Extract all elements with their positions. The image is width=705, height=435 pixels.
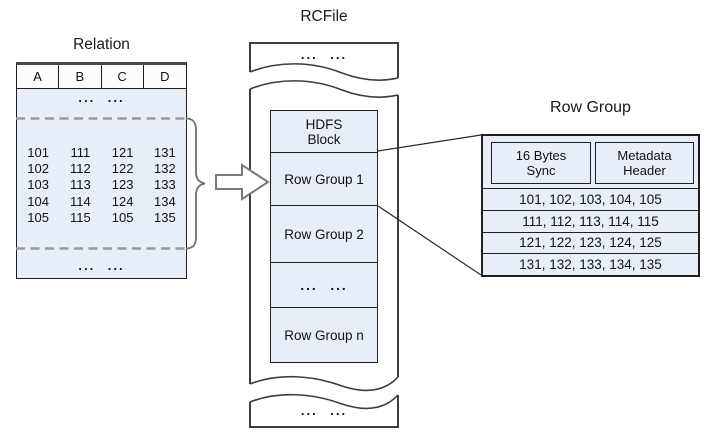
- rcfile-ellipsis-top: ... ...: [300, 47, 348, 62]
- sync-label-line2: Sync: [526, 163, 556, 178]
- relation-column-header-a: A: [17, 65, 60, 88]
- relation-data-grid: 101 111 121 131 102 112 122 132 103 113 …: [17, 144, 186, 226]
- relation-column-header-c: C: [102, 65, 144, 88]
- tear-wave-icon: [249, 375, 399, 392]
- relation-cell: 121: [111, 144, 134, 160]
- relation-cell: 135: [154, 210, 176, 226]
- relation-cell: 104: [27, 193, 49, 209]
- row-group-data-rows: 101, 102, 103, 104, 105 111, 112, 113, 1…: [483, 188, 698, 275]
- relation-ellipsis-top: ... ...: [78, 90, 125, 105]
- relation-cell: 103: [27, 177, 49, 193]
- row-group-2: Row Group 2: [271, 205, 377, 262]
- row-group-data-row: 101, 102, 103, 104, 105: [483, 188, 698, 210]
- relation-cell: 111: [70, 144, 91, 160]
- hdfs-block: HDFS Block: [271, 111, 377, 152]
- relation-cell: 114: [70, 193, 91, 209]
- row-group-data-row: 131, 132, 133, 134, 135: [483, 253, 698, 275]
- metadata-label-line2: Header: [623, 163, 666, 178]
- relation-cell: 113: [70, 177, 91, 193]
- relation-cell: 124: [111, 193, 134, 209]
- row-group-1: Row Group 1: [271, 152, 377, 205]
- relation-cell: 101: [27, 144, 49, 160]
- sync-label-line1: 16 Bytes: [515, 147, 567, 163]
- row-group-detail-box: 16 Bytes Sync Metadata Header 101, 102, …: [481, 134, 700, 277]
- relation-cell: 123: [111, 177, 134, 193]
- hdfs-block-label-line1: HDFS: [305, 116, 343, 132]
- relation-ellipsis-bottom: ... ...: [78, 258, 125, 273]
- hdfs-block-label-line2: Block: [307, 131, 341, 147]
- metadata-header-box: Metadata Header: [595, 142, 694, 184]
- relation-cell: 133: [154, 177, 176, 193]
- relation-cell: 105: [27, 210, 49, 226]
- zoom-connector-line-bottom: [377, 205, 482, 276]
- sync-marker-box: 16 Bytes Sync: [491, 142, 591, 184]
- relation-cell: 122: [111, 161, 134, 177]
- relation-header-row: A B C D: [17, 65, 186, 89]
- tear-wave-icon: [249, 63, 399, 81]
- relation-cell: 134: [154, 193, 176, 209]
- row-group-n: Row Group n: [271, 307, 377, 362]
- relation-cell: 132: [154, 161, 176, 177]
- rcfile-ellipsis-bottom: ... ...: [300, 403, 348, 418]
- rcfile-block-stack: HDFS Block Row Group 1 Row Group 2 ... .…: [270, 110, 378, 363]
- relation-cell: 102: [27, 161, 49, 177]
- curly-brace-icon: [185, 117, 206, 250]
- row-group-data-row: 111, 112, 113, 114, 115: [483, 209, 698, 232]
- relation-to-rcfile-arrow-icon: [215, 163, 270, 201]
- relation-cell: 105: [111, 210, 134, 226]
- metadata-label-line1: Metadata: [617, 147, 672, 163]
- relation-cell: 131: [154, 144, 176, 160]
- row-group-title: Row Group: [550, 99, 631, 116]
- relation-column-header-d: D: [160, 69, 170, 84]
- zoom-connector-line-top: [377, 134, 482, 152]
- row-group-data-row: 121, 122, 123, 124, 125: [483, 231, 698, 254]
- relation-cell: 112: [70, 161, 91, 177]
- relation-table: A B C D ... ... 101 111 121 131 102 112 …: [16, 62, 187, 279]
- relation-cell: 115: [70, 210, 91, 226]
- relation-title: Relation: [73, 36, 130, 53]
- relation-column-header-b: B: [59, 65, 102, 88]
- row-group-ellipsis: ... ...: [271, 262, 377, 307]
- rcfile-title: RCFile: [300, 8, 348, 25]
- tear-wave-icon: [249, 80, 399, 98]
